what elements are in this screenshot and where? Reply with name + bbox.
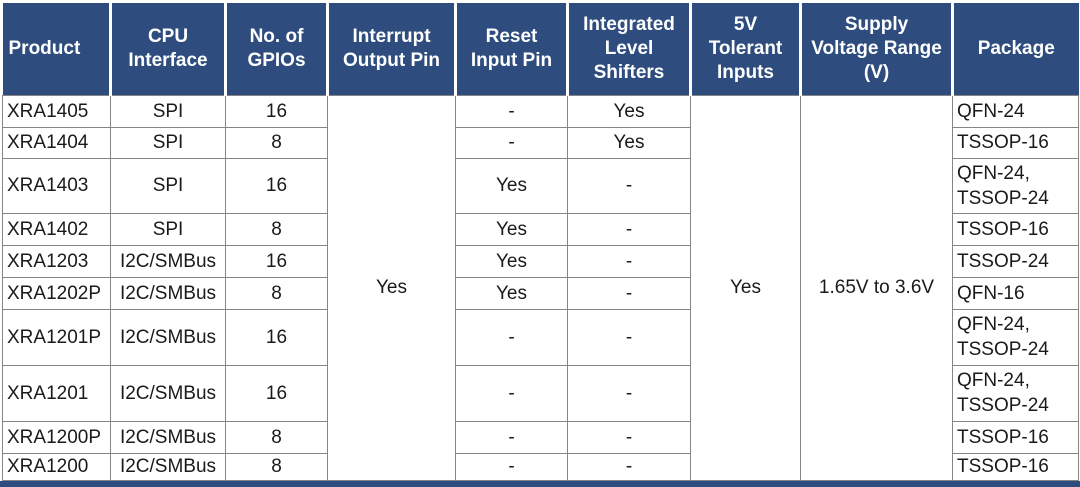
cell-product: XRA1200: [2, 452, 111, 481]
column-header-supply-voltage-range: Supply Voltage Range (V): [799, 3, 953, 95]
header-row: Product CPU Interface No. of GPIOs Inter…: [2, 3, 1079, 95]
cell-product: XRA1405: [2, 94, 111, 128]
cell-level-shifters: -: [567, 364, 691, 422]
cell-cpu-interface: SPI: [110, 212, 226, 246]
cell-reset-input-pin: -: [455, 126, 568, 159]
cell-package: QFN-24, TSSOP-24: [952, 308, 1079, 366]
cell-reset-input-pin: Yes: [455, 157, 568, 214]
column-header-cpu-interface: CPU Interface: [109, 3, 226, 95]
cell-package: TSSOP-16: [952, 212, 1079, 246]
cell-reset-input-pin: -: [455, 308, 568, 366]
cell-cpu-interface: I2C/SMBus: [110, 364, 226, 422]
cell-cpu-interface: I2C/SMBus: [110, 276, 226, 310]
cell-product: XRA1203: [2, 244, 111, 278]
cell-level-shifters: -: [567, 276, 691, 310]
table-row: XRA1405 SPI 16 Yes - Yes Yes 1.65V to 3.…: [2, 94, 1079, 481]
table-header: Product CPU Interface No. of GPIOs Inter…: [2, 3, 1079, 95]
cell-gpios: 8: [225, 212, 328, 246]
cell-level-shifters: -: [567, 157, 691, 214]
cell-cpu-interface: SPI: [110, 126, 226, 159]
table-row: XRA1203 I2C/SMBus 16 Yes - TSSOP-24: [2, 244, 1079, 278]
cell-gpios: 8: [225, 420, 328, 454]
column-header-5v-tolerant-inputs: 5V Tolerant Inputs: [689, 3, 801, 95]
cell-gpios: 8: [225, 126, 328, 159]
cell-level-shifters: Yes: [567, 126, 691, 159]
cell-cpu-interface: SPI: [110, 157, 226, 214]
cell-product: XRA1403: [2, 157, 111, 214]
column-header-level-shifters: Integrated Level Shifters: [566, 3, 691, 95]
cell-reset-input-pin: Yes: [455, 244, 568, 278]
cell-cpu-interface: SPI: [110, 94, 226, 128]
cell-reset-input-pin: -: [455, 452, 568, 481]
bottom-border-bar: [0, 480, 1080, 487]
table-body: XRA1405 SPI 16 Yes - Yes Yes 1.65V to 3.…: [2, 94, 1079, 481]
table-row: XRA1200 I2C/SMBus 8 - - TSSOP-16: [2, 452, 1079, 481]
cell-gpios: 8: [225, 276, 328, 310]
cell-reset-input-pin: -: [455, 94, 568, 128]
cell-product: XRA1402: [2, 212, 111, 246]
column-header-product: Product: [2, 3, 111, 95]
table-row: XRA1402 SPI 8 Yes - TSSOP-16: [2, 212, 1079, 246]
column-header-reset-input-pin: Reset Input Pin: [454, 3, 568, 95]
table-row: XRA1202P I2C/SMBus 8 Yes - QFN-16: [2, 276, 1079, 310]
cell-product: XRA1404: [2, 126, 111, 159]
cell-cpu-interface: I2C/SMBus: [110, 308, 226, 366]
cell-package: QFN-24, TSSOP-24: [952, 157, 1079, 214]
cell-cpu-interface: I2C/SMBus: [110, 452, 226, 481]
cell-level-shifters: -: [567, 420, 691, 454]
cell-package: TSSOP-24: [952, 244, 1079, 278]
cell-product: XRA1201P: [2, 308, 111, 366]
cell-interrupt-output-pin-merged: Yes: [327, 94, 456, 481]
table-row: XRA1403 SPI 16 Yes - QFN-24, TSSOP-24: [2, 157, 1079, 214]
cell-5v-tolerant-merged: Yes: [690, 94, 801, 481]
column-header-gpios: No. of GPIOs: [224, 3, 328, 95]
cell-cpu-interface: I2C/SMBus: [110, 420, 226, 454]
cell-cpu-interface: I2C/SMBus: [110, 244, 226, 278]
cell-level-shifters: -: [567, 308, 691, 366]
cell-gpios: 16: [225, 157, 328, 214]
cell-level-shifters: -: [567, 452, 691, 481]
cell-gpios: 16: [225, 308, 328, 366]
cell-package: TSSOP-16: [952, 126, 1079, 159]
table-row: XRA1404 SPI 8 - Yes TSSOP-16: [2, 126, 1079, 159]
table-row: XRA1201P I2C/SMBus 16 - - QFN-24, TSSOP-…: [2, 308, 1079, 366]
cell-package: QFN-24: [952, 94, 1079, 128]
column-header-package: Package: [951, 3, 1079, 95]
cell-package: TSSOP-16: [952, 420, 1079, 454]
table-row: XRA1200P I2C/SMBus 8 - - TSSOP-16: [2, 420, 1079, 454]
column-header-interrupt-output-pin: Interrupt Output Pin: [326, 3, 456, 95]
cell-package: TSSOP-16: [952, 452, 1079, 481]
cell-supply-voltage-merged: 1.65V to 3.6V: [800, 94, 953, 481]
cell-reset-input-pin: -: [455, 364, 568, 422]
cell-level-shifters: -: [567, 212, 691, 246]
cell-product: XRA1201: [2, 364, 111, 422]
cell-level-shifters: -: [567, 244, 691, 278]
cell-package: QFN-24, TSSOP-24: [952, 364, 1079, 422]
cell-reset-input-pin: Yes: [455, 276, 568, 310]
cell-product: XRA1200P: [2, 420, 111, 454]
cell-gpios: 16: [225, 94, 328, 128]
product-comparison-table: Product CPU Interface No. of GPIOs Inter…: [2, 3, 1079, 481]
cell-reset-input-pin: -: [455, 420, 568, 454]
cell-reset-input-pin: Yes: [455, 212, 568, 246]
cell-level-shifters: Yes: [567, 94, 691, 128]
cell-gpios: 16: [225, 244, 328, 278]
cell-package: QFN-16: [952, 276, 1079, 310]
cell-gpios: 8: [225, 452, 328, 481]
cell-product: XRA1202P: [2, 276, 111, 310]
cell-gpios: 16: [225, 364, 328, 422]
